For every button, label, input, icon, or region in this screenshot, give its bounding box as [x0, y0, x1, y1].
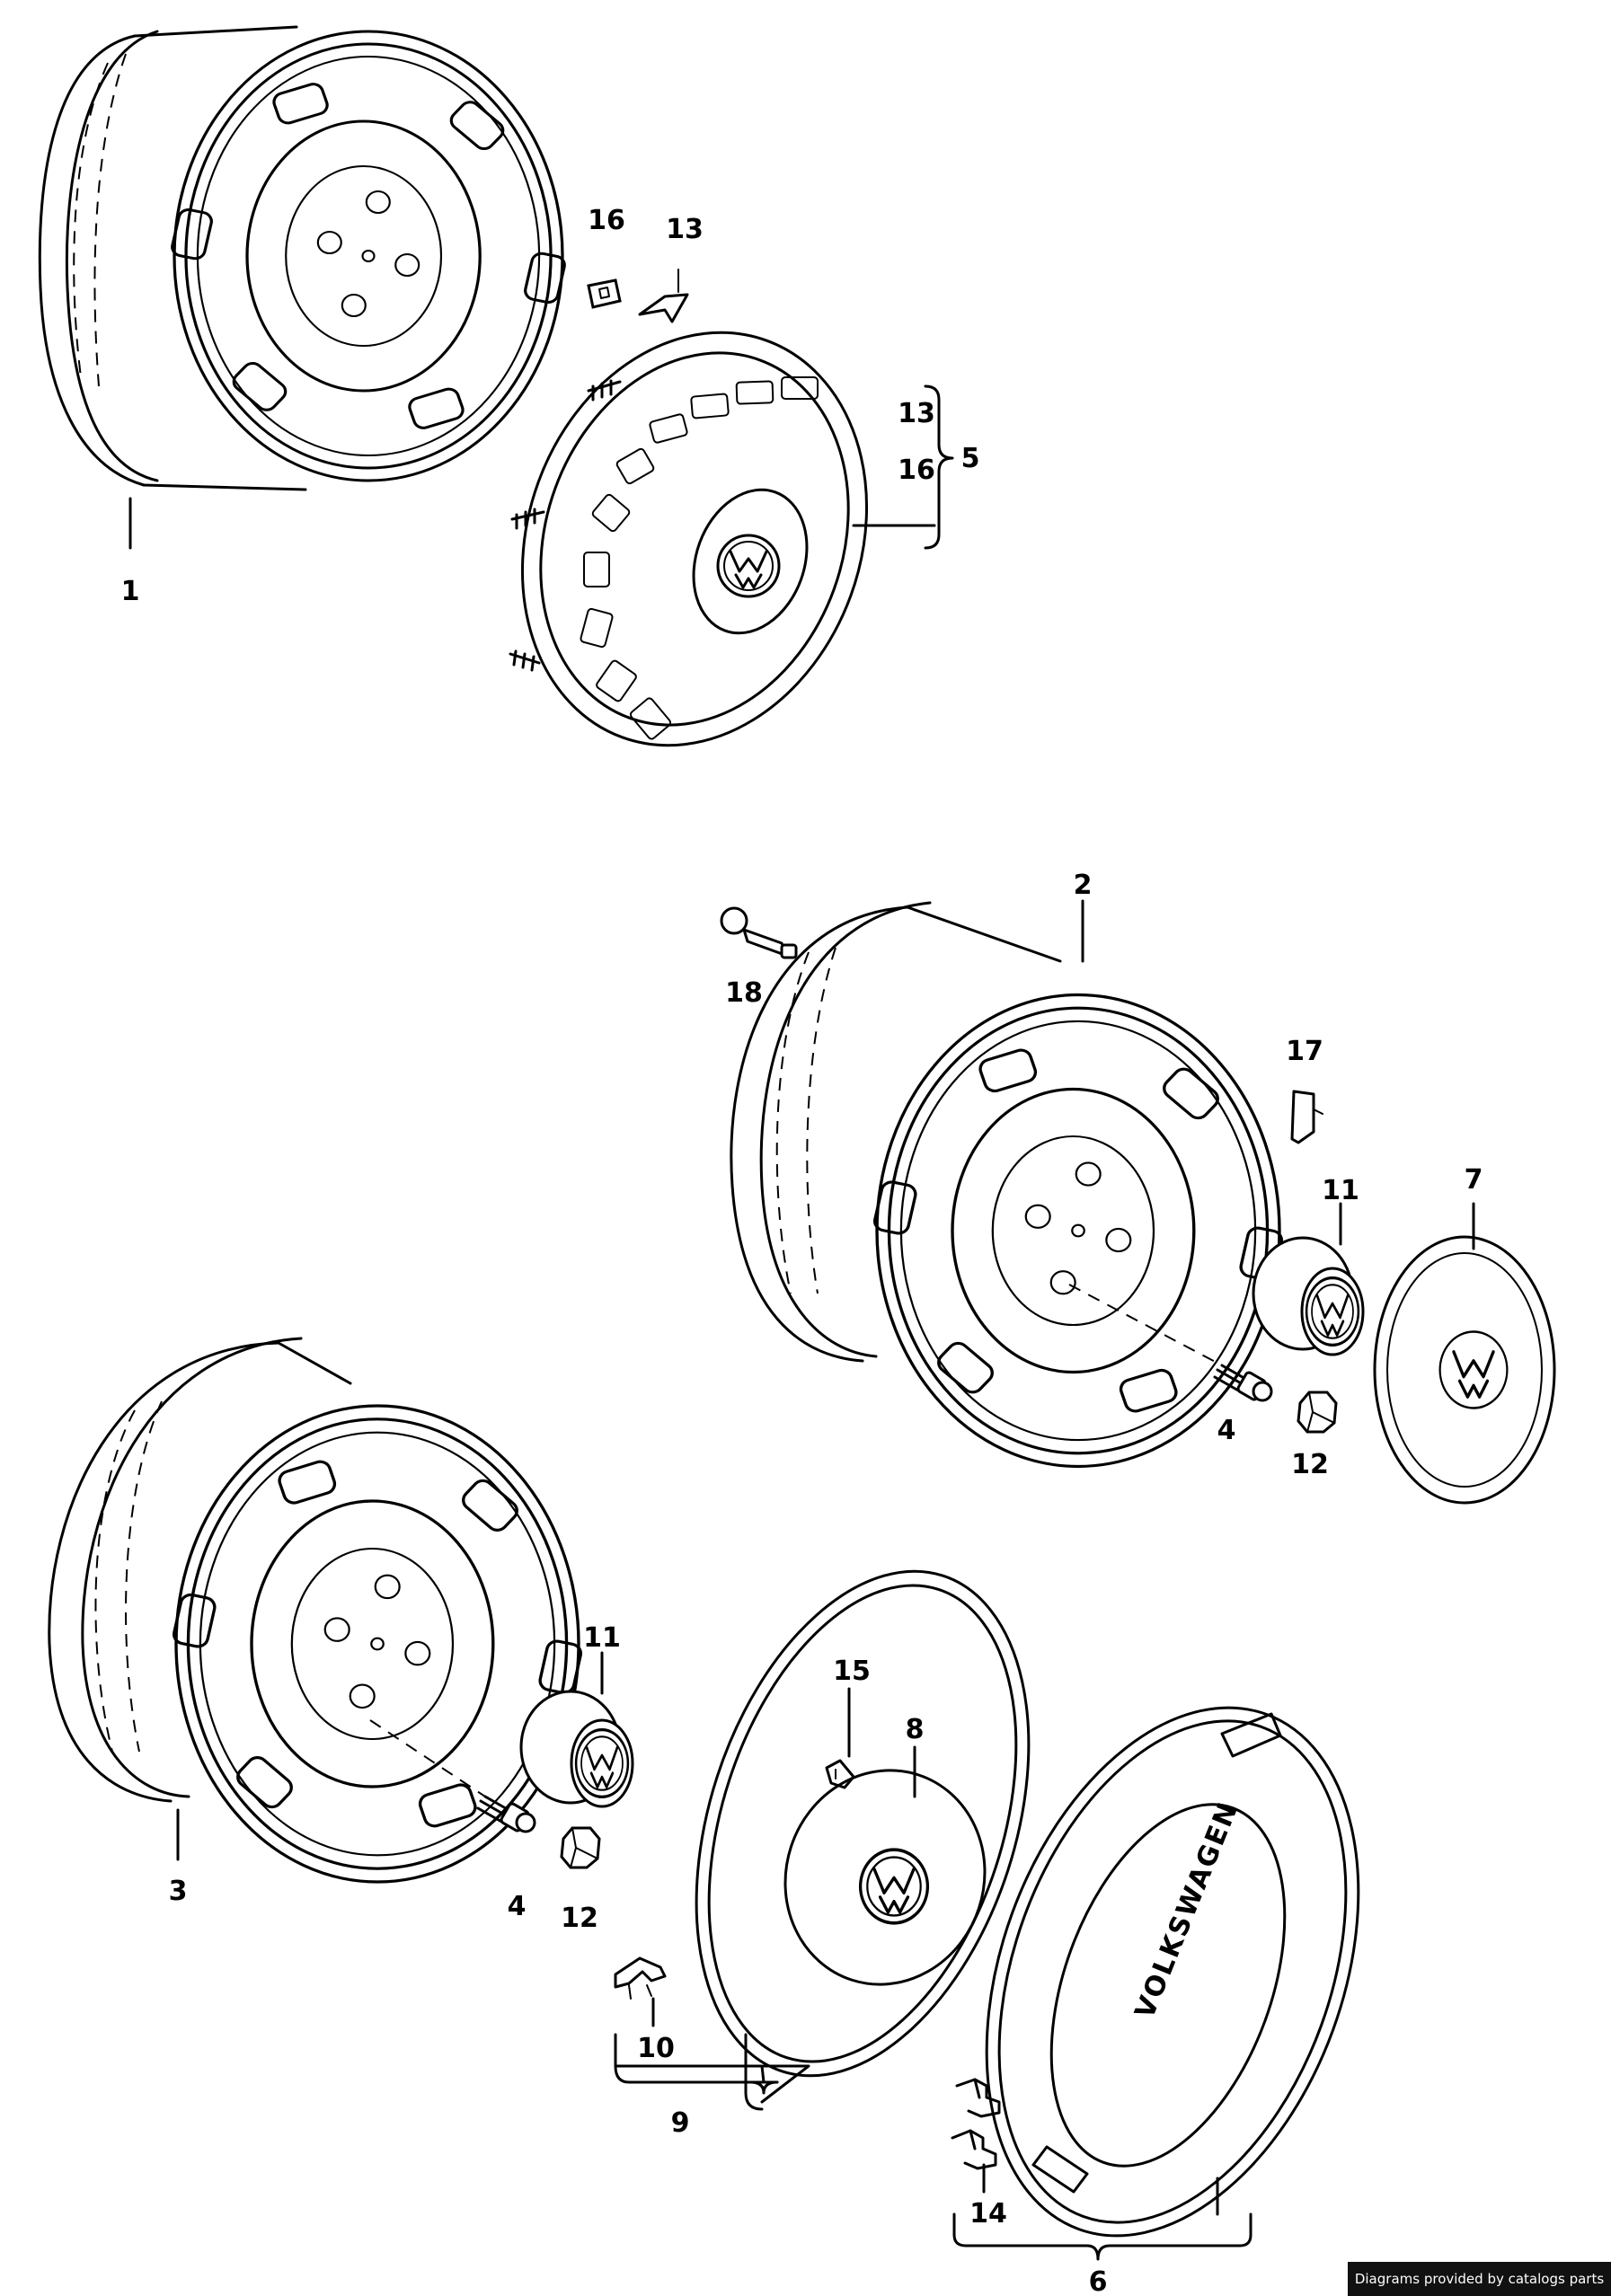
- part-16-clip: [587, 278, 622, 309]
- callout-8: 8: [906, 1714, 925, 1745]
- callout-2: 2: [1074, 870, 1093, 901]
- callout-13: 13: [666, 214, 704, 245]
- callout-16: 16: [588, 205, 625, 236]
- bolt-axis-lower: [369, 1719, 486, 1797]
- callout-16-group5: 16: [898, 455, 935, 486]
- credit-banner: Diagrams provided by catalogs parts: [1348, 2262, 1611, 2296]
- part-18-valve: [720, 906, 798, 959]
- leader-9-wheel: [744, 2033, 764, 2111]
- wheel-2: [730, 901, 1286, 1469]
- nut-12-lower: [560, 1826, 601, 1869]
- bracket-9-join: [614, 2064, 779, 2095]
- wheel-3: [48, 1337, 585, 1884]
- callout-10: 10: [637, 2033, 675, 2064]
- callout-13-group5: 13: [898, 398, 935, 429]
- part-10-clip: [614, 1956, 667, 2000]
- callout-9: 9: [671, 2107, 690, 2139]
- callout-11-upper: 11: [1322, 1175, 1359, 1206]
- callout-12-lower: 12: [561, 1903, 598, 1934]
- center-cap-11-upper: [1252, 1236, 1365, 1356]
- callout-6: 6: [1089, 2266, 1108, 2296]
- hubcap-clips: [509, 379, 622, 672]
- callout-4-upper: 4: [1217, 1415, 1236, 1446]
- center-cap-11-lower: [519, 1690, 634, 1808]
- nut-12-upper: [1297, 1391, 1338, 1434]
- bracket-5: [924, 384, 954, 550]
- callout-5: 5: [961, 443, 980, 474]
- callout-3: 3: [169, 1876, 188, 1907]
- part-17-clip: [1290, 1090, 1323, 1144]
- callout-17: 17: [1286, 1036, 1323, 1067]
- hubcap-lettering: VOLKSWAGEN: [1129, 1797, 1245, 2024]
- wheel-1: [38, 25, 568, 491]
- bracket-6: [952, 2212, 1253, 2261]
- hubcap-5: [520, 331, 869, 747]
- callout-15: 15: [833, 1656, 871, 1687]
- callout-14: 14: [969, 2198, 1007, 2230]
- part-13-spring: [638, 269, 689, 323]
- bolt-axis-upper: [1068, 1284, 1223, 1366]
- callout-18: 18: [725, 977, 763, 1009]
- callout-4-lower: 4: [508, 1891, 527, 1922]
- callout-11-lower: 11: [583, 1622, 621, 1654]
- hubcap-7: [1373, 1235, 1556, 1505]
- hubcap-6: VOLKSWAGEN: [985, 1706, 1360, 2238]
- part-15-clip: [825, 1759, 855, 1789]
- center-cap-8: [783, 1769, 987, 1986]
- callout-12-upper: 12: [1291, 1449, 1329, 1480]
- hubcap-9: [695, 1569, 1031, 2078]
- part-14-clips: [951, 2078, 1001, 2170]
- callout-7: 7: [1465, 1164, 1483, 1196]
- callout-1: 1: [121, 576, 140, 607]
